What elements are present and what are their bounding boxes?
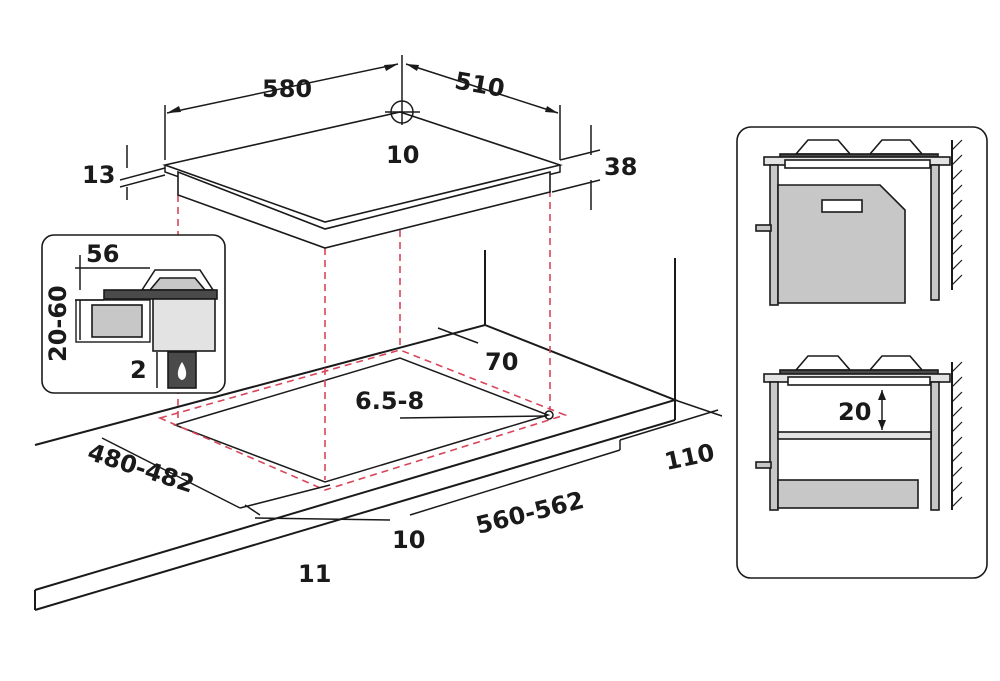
worktop <box>34 250 679 611</box>
hob-over-drawer: 20 <box>755 355 963 511</box>
cutout-depth-label: 480-482 <box>84 438 197 499</box>
glass-thickness-label: 13 <box>82 161 115 189</box>
rear-clearance-label: 70 <box>485 348 518 376</box>
cutout-width-label: 560-562 <box>473 486 587 540</box>
dimension-lines <box>101 63 723 521</box>
front-margin-label: 10 <box>392 526 425 554</box>
hob-body <box>162 55 563 249</box>
inset-right-panel: 20 <box>736 126 988 579</box>
hob-over-oven <box>755 139 963 306</box>
front-edge-label: 11 <box>298 560 331 588</box>
inset-gap-label: 2 <box>130 356 147 384</box>
total-height-label: 38 <box>604 153 637 181</box>
gas-inlet-label: 10 <box>386 141 419 169</box>
inset-right-clearance-label: 20 <box>838 398 871 426</box>
rear-wall-distance-label: 110 <box>662 438 717 476</box>
width-label: 580 <box>262 75 312 103</box>
inset-left-panel: 56 20-60 2 <box>41 234 226 394</box>
inset-depth-label: 56 <box>86 240 119 268</box>
corner-radius-label: 6.5-8 <box>355 387 424 415</box>
depth-label: 510 <box>453 67 507 103</box>
gas-flame-icon <box>177 362 187 380</box>
inset-clearance-label: 20-60 <box>44 285 72 362</box>
